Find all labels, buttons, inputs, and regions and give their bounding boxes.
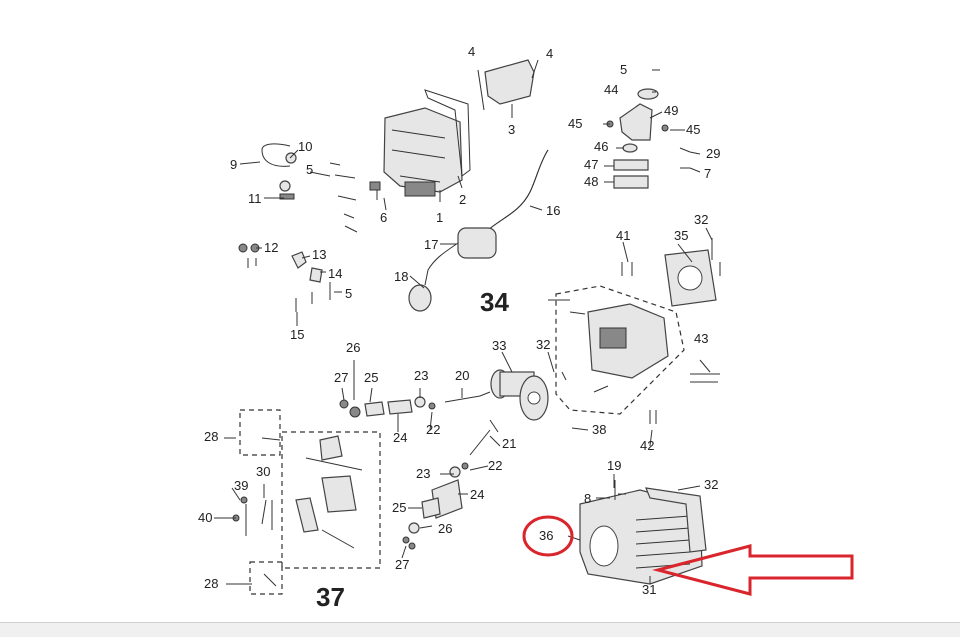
label-7: 7	[704, 166, 711, 181]
label-30: 30	[256, 464, 270, 479]
label-11: 11	[248, 191, 262, 206]
cover-plate	[484, 59, 535, 105]
label-25b: 25	[392, 500, 406, 515]
label-5c: 5	[345, 286, 352, 301]
label-44: 44	[604, 82, 618, 97]
label-31: 31	[642, 582, 656, 597]
label-3: 3	[508, 122, 515, 137]
label-29: 29	[706, 146, 720, 161]
label-47: 47	[584, 157, 598, 172]
label-13: 13	[312, 247, 326, 262]
label-43: 43	[694, 331, 708, 346]
label-17: 17	[424, 237, 438, 252]
cylinder-head-cover	[383, 107, 463, 197]
label-28a: 28	[204, 429, 218, 444]
label-40: 40	[198, 510, 212, 525]
label-32a: 32	[694, 212, 708, 227]
label-42: 42	[640, 438, 654, 453]
label-1: 1	[436, 210, 443, 225]
label-18: 18	[394, 269, 408, 284]
label-4b: 4	[546, 46, 553, 61]
label-21: 21	[502, 436, 516, 451]
label-5a: 5	[620, 62, 627, 77]
label-26a: 26	[346, 340, 360, 355]
label-23a: 23	[414, 368, 428, 383]
label-35: 35	[674, 228, 688, 243]
label-48: 48	[584, 174, 598, 189]
label-10: 10	[298, 139, 312, 154]
label-45a: 45	[568, 116, 582, 131]
hose	[487, 149, 549, 231]
label-14: 14	[328, 266, 342, 281]
label-36: 36	[539, 528, 553, 543]
label-12: 12	[264, 240, 278, 255]
label-26b: 26	[438, 521, 452, 536]
leader-lines	[214, 59, 713, 585]
intake-parts	[606, 88, 691, 189]
valve-train-lower	[402, 419, 499, 550]
label-22a: 22	[426, 422, 440, 437]
cylinder-block	[579, 480, 707, 585]
label-46: 46	[594, 139, 608, 154]
label-27a: 27	[334, 370, 348, 385]
label-5b: 5	[306, 162, 313, 177]
label-20: 20	[455, 368, 469, 383]
label-32c: 32	[704, 477, 718, 492]
label-32b: 32	[536, 337, 550, 352]
rocker-arm-assembly	[232, 409, 381, 595]
label-9: 9	[230, 157, 237, 172]
label-49: 49	[664, 103, 678, 118]
label-8: 8	[584, 491, 591, 506]
label-37: 37	[316, 582, 345, 612]
label-27b: 27	[395, 557, 409, 572]
label-41: 41	[616, 228, 630, 243]
label-34: 34	[480, 287, 509, 317]
air-valve	[408, 227, 497, 312]
cover-gasket	[424, 89, 471, 177]
label-6: 6	[380, 210, 387, 225]
label-45b: 45	[686, 122, 700, 137]
label-38: 38	[592, 422, 606, 437]
label-39: 39	[234, 478, 248, 493]
small-parts-12-15	[238, 243, 331, 312]
label-2: 2	[459, 192, 466, 207]
cylinder-head-assembly	[555, 285, 685, 415]
label-33: 33	[492, 338, 506, 353]
label-16: 16	[546, 203, 560, 218]
label-19: 19	[607, 458, 621, 473]
studs-42-43	[649, 373, 720, 424]
label-24a: 24	[393, 430, 407, 445]
label-24b: 24	[470, 487, 484, 502]
label-23b: 23	[416, 466, 430, 481]
head-gasket	[621, 238, 721, 307]
label-22b: 22	[488, 458, 502, 473]
valve-train-upper	[339, 391, 491, 418]
label-15: 15	[290, 327, 304, 342]
breather-pipe	[261, 143, 297, 200]
window-bottom-bar	[0, 622, 960, 637]
highlight-circle	[522, 515, 574, 557]
camshaft	[490, 369, 549, 421]
label-25a: 25	[364, 370, 378, 385]
label-4a: 4	[468, 44, 475, 59]
highlight-arrow	[652, 544, 854, 596]
label-28b: 28	[204, 576, 218, 591]
bolts-group-5	[329, 162, 381, 233]
